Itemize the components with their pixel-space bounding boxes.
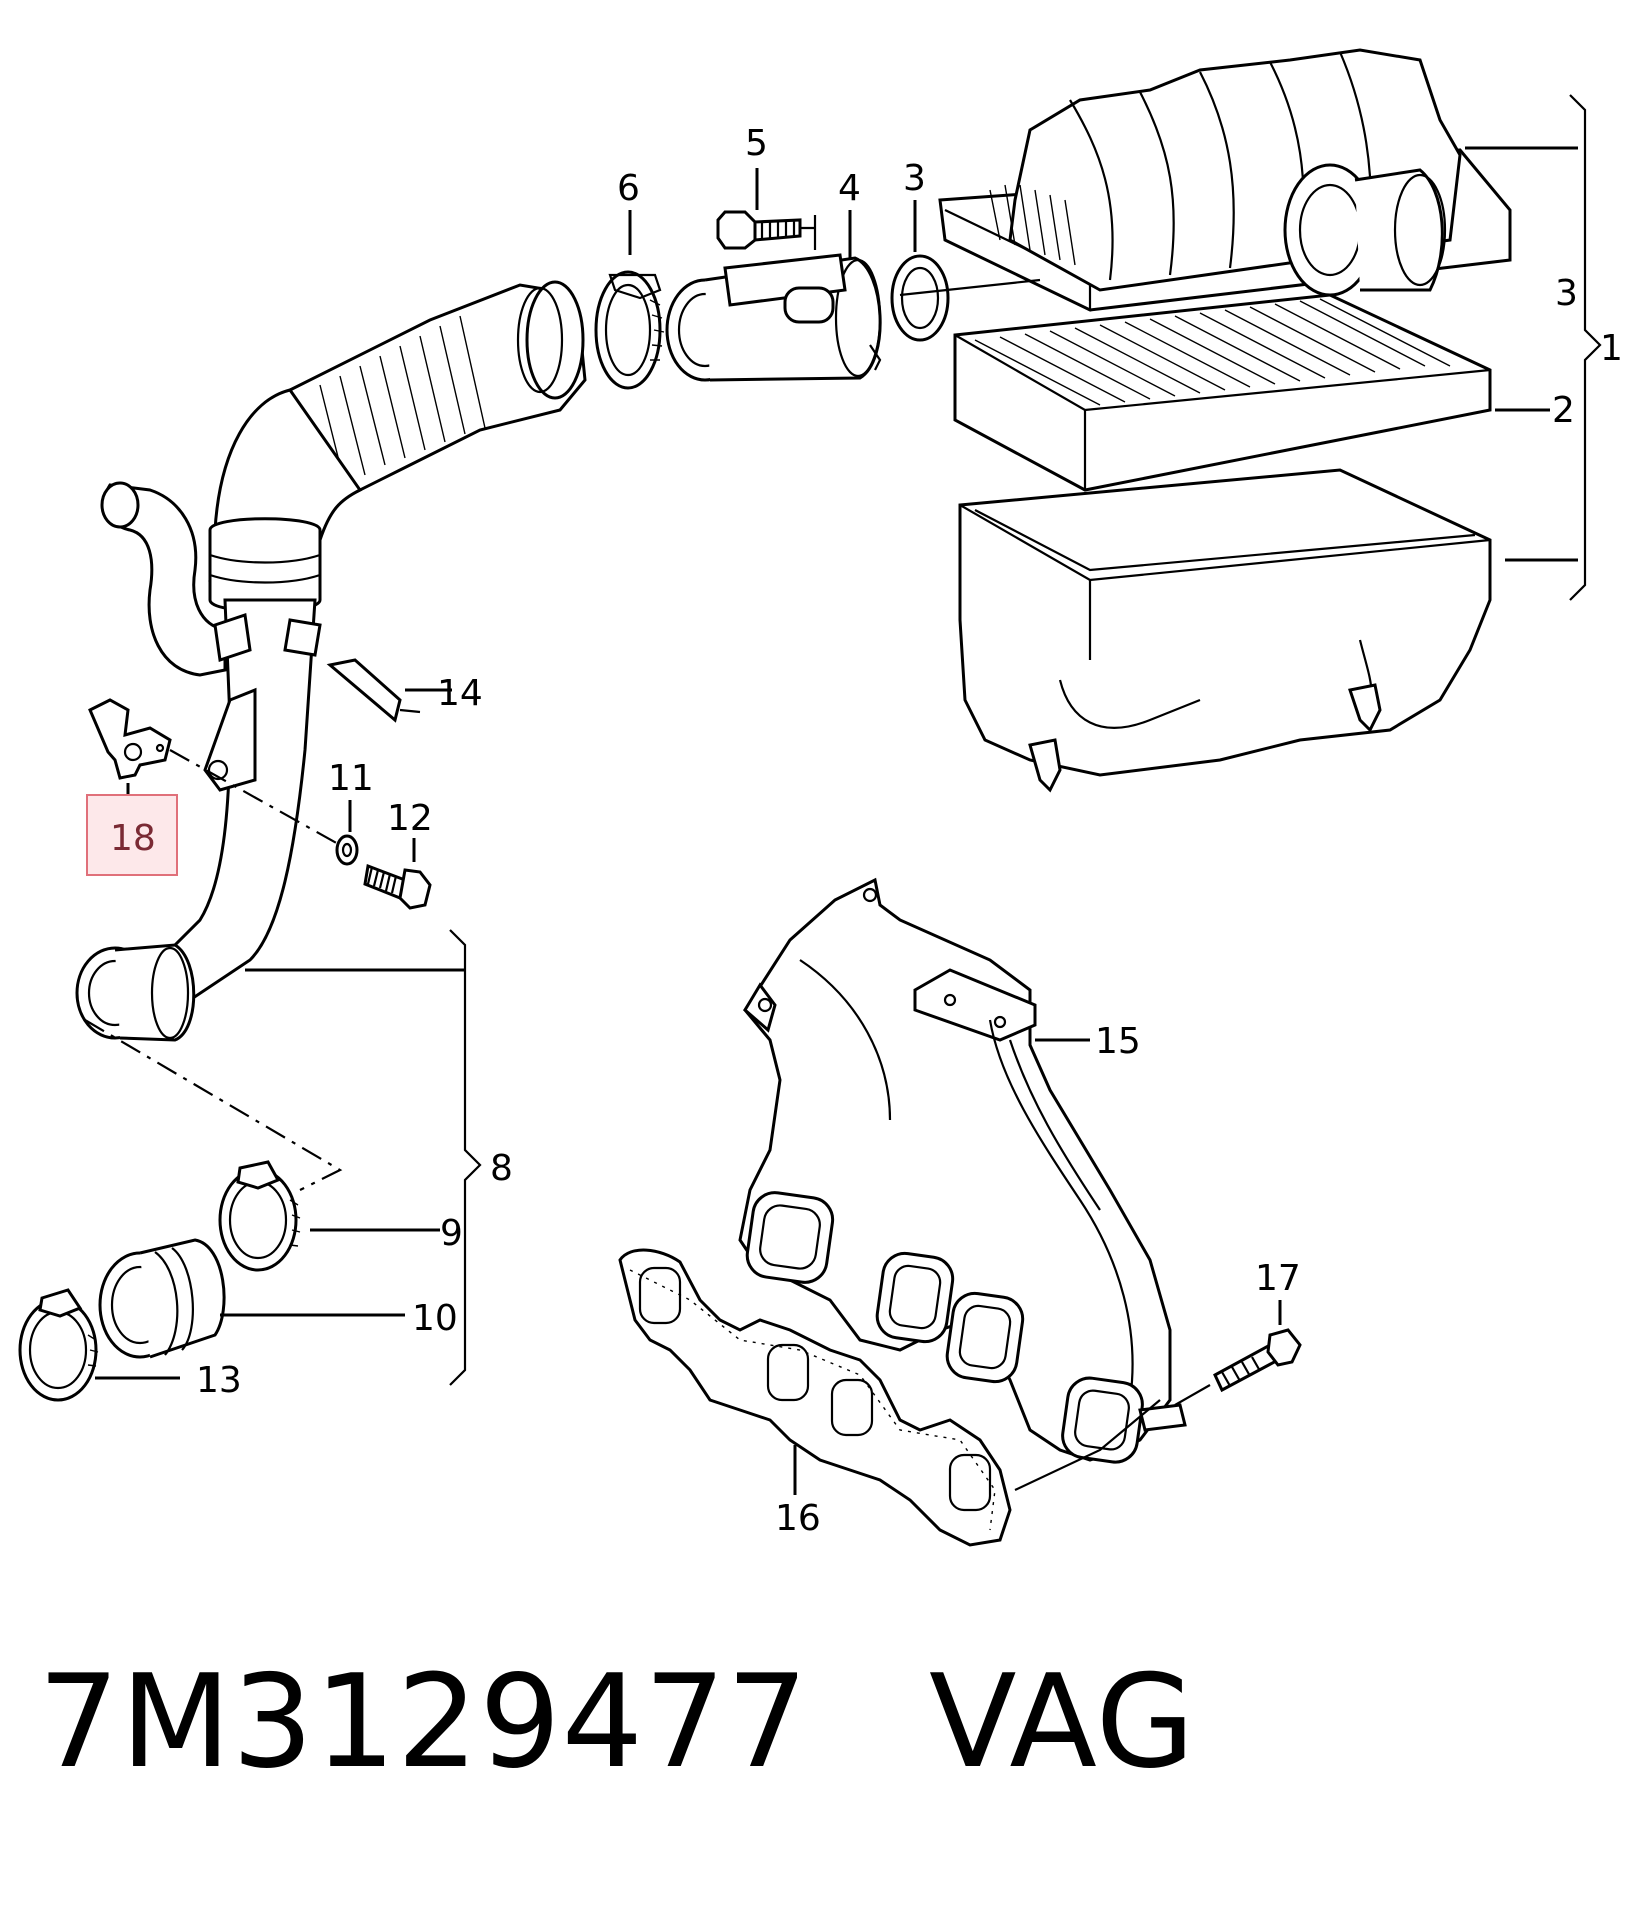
callout-6: 6 bbox=[617, 168, 640, 209]
callout-11: 11 bbox=[328, 758, 374, 799]
callout-9: 9 bbox=[440, 1213, 463, 1254]
hose-clamp-part-13 bbox=[18, 1288, 99, 1402]
bolt-part-17 bbox=[1174, 1300, 1302, 1406]
exhaust-manifold-part-15 bbox=[738, 877, 1187, 1464]
callout-17: 17 bbox=[1255, 1258, 1301, 1299]
housing-leaders bbox=[1465, 94, 1602, 601]
bracket-8 bbox=[449, 929, 482, 1386]
callout-15: 15 bbox=[1095, 1021, 1141, 1062]
callout-16: 16 bbox=[775, 1498, 821, 1539]
callout-5: 5 bbox=[745, 123, 768, 164]
bolt-part-12 bbox=[363, 863, 432, 910]
vacuum-hose-part-14 bbox=[326, 658, 452, 723]
hose-connector-part-10 bbox=[98, 1238, 226, 1359]
screw-part-5 bbox=[716, 210, 817, 250]
callout-10: 10 bbox=[412, 1298, 458, 1339]
air-filter-lower-housing bbox=[958, 468, 1492, 793]
air-filter-upper-housing bbox=[938, 48, 1512, 312]
callout-3-right: 3 bbox=[1555, 273, 1578, 314]
exhaust-gasket-part-16 bbox=[618, 1248, 1012, 1547]
callout-14: 14 bbox=[437, 673, 483, 714]
air-filter-element bbox=[953, 293, 1492, 492]
intake-hose-assembly bbox=[75, 280, 587, 1042]
callout-labels: 1 2 3 3 4 5 6 8 9 10 11 12 13 14 15 16 1… bbox=[196, 123, 1623, 1539]
hose-clamp-part-6 bbox=[594, 270, 665, 390]
hose-clamp-part-9 bbox=[218, 1160, 301, 1272]
callout-18: 18 bbox=[110, 818, 156, 859]
washer-part-11 bbox=[335, 834, 359, 866]
callout-8: 8 bbox=[490, 1148, 513, 1189]
callout-2: 2 bbox=[1552, 390, 1575, 431]
footer-title: 7M3129477 VAG bbox=[38, 1648, 1196, 1797]
callout-3-top: 3 bbox=[903, 158, 926, 199]
callout-13: 13 bbox=[196, 1360, 242, 1401]
o-ring-gasket bbox=[890, 254, 1041, 342]
highlight-callout-18[interactable]: 18 bbox=[86, 794, 178, 876]
mass-air-flow-sensor bbox=[665, 253, 882, 382]
callout-1: 1 bbox=[1600, 328, 1623, 369]
callout-12: 12 bbox=[387, 798, 433, 839]
bracket-part-18 bbox=[88, 698, 341, 846]
brand-name: VAG bbox=[928, 1648, 1196, 1797]
part-number: 7M3129477 bbox=[38, 1648, 809, 1797]
callout-4: 4 bbox=[838, 168, 861, 209]
